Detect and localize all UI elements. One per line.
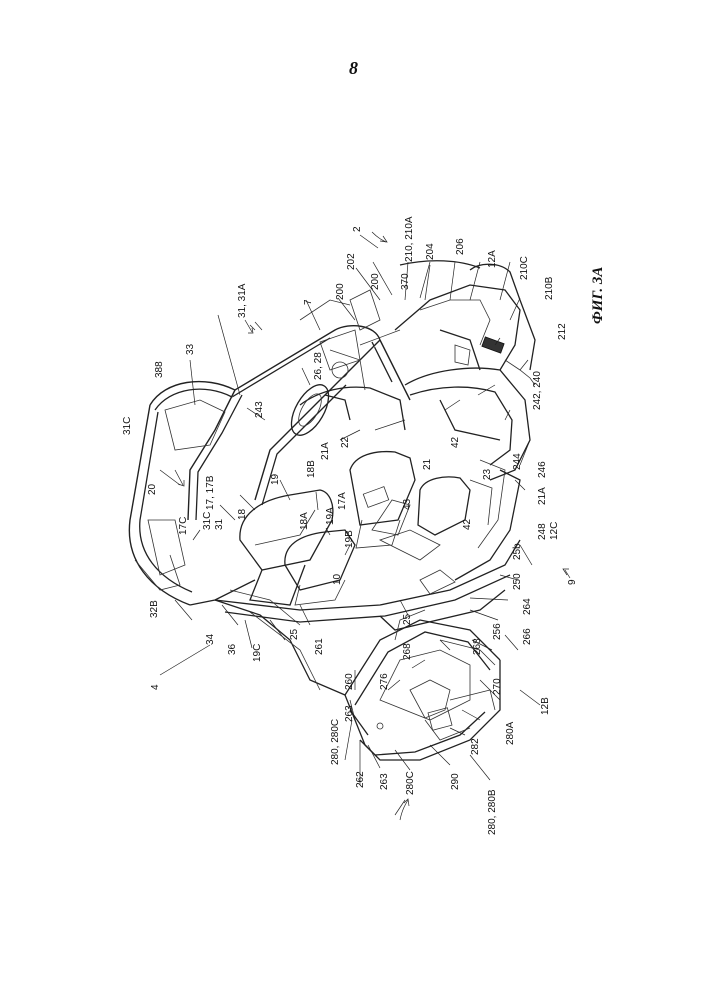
ref-label: 264 [522,598,533,615]
ref-label: 282 [470,738,481,755]
ref-label: 31C [202,512,213,530]
ref-label: 32B [149,600,160,618]
ref-label: 248 [537,523,548,540]
ref-label: 18 [237,508,248,520]
ref-label: 2 [352,226,363,232]
ref-label: 276 [379,673,390,690]
ref-label: 31 [214,518,225,530]
ref-label: 280A [505,721,516,745]
floor-frame [215,540,520,630]
ref-label: 210B [544,276,555,300]
ref-label: 260 [344,673,355,690]
ref-label: 261 [314,638,325,655]
ref-label: 12B [540,697,551,715]
ref-label: 20 [147,483,158,495]
ref-label: 9 [567,579,578,585]
ref-label: 22 [340,436,351,448]
ref-label: 200 [370,273,381,290]
ref-label: 4 [150,684,161,690]
rear-frame [345,610,500,760]
ref-label: 370 [400,273,411,290]
ref-label: 388 [154,361,165,378]
ref-label: 31C [122,417,133,435]
ref-label: 17C [178,517,189,535]
ref-label: 19B [344,530,355,548]
ref-label: 212 [557,323,568,340]
ref-label: 266 [522,628,533,645]
ref-label: 31, 31A [237,283,248,318]
ref-label: 200 [335,283,346,300]
reference-labels: 2 200 202 204 206 12A 210C 210, 210A 210… [122,216,578,835]
ref-label: 33 [185,343,196,355]
ref-label: 280, 280C [330,719,341,765]
ref-label: 268 [472,638,483,655]
ref-label: 25 [402,613,413,625]
ref-label: 262 [355,771,366,788]
ref-label: 263 [379,773,390,790]
figure-caption: ФИГ. 3А [590,267,606,324]
ref-label: 246 [537,461,548,478]
ref-label: 280, 280B [487,789,498,835]
ref-label: 202 [346,253,357,270]
ref-label: 17, 17B [205,475,216,510]
ref-label: 12C [549,522,560,540]
ref-label: 21 [422,458,433,470]
ref-label: 21A [537,487,548,505]
ref-label: 7 [303,299,314,305]
ref-label: 250 [512,573,523,590]
ref-label: 19C [252,644,263,662]
ref-label: 18A [299,512,310,530]
ref-label: 12A [487,250,498,268]
ref-label: 244 [512,453,523,470]
ref-label: 34 [205,633,216,645]
ref-label: 268 [402,643,413,660]
ref-label: 290 [450,773,461,790]
ref-label: 42 [462,518,473,530]
ref-label: 256 [492,623,503,640]
ref-label: 243 [254,401,265,418]
ref-label: 210C [519,256,530,280]
ref-label: 42 [450,436,461,448]
roll-cage [129,326,410,605]
ref-label: 204 [425,243,436,260]
ref-label: 210, 210A [404,216,415,262]
ref-label: 206 [455,238,466,255]
ref-label: 19A [325,507,336,525]
ref-label: 10 [332,573,343,585]
ref-label: 43 [402,498,413,510]
ref-label: 17A [337,492,348,510]
ref-label: 25 [289,628,300,640]
ref-label: 19 [270,473,281,485]
side-rails [215,590,345,695]
ref-label: 26, 28 [313,352,324,380]
ref-label: 21A [320,442,331,460]
ref-label: 263 [344,705,355,722]
ref-label: 25b [512,543,523,560]
ref-label: 270 [492,678,503,695]
ref-label: 18B [306,460,317,478]
ref-label: 23 [482,468,493,480]
ref-label: 242, 240 [532,371,543,410]
front-body [300,261,535,580]
ref-label: 280C [405,771,416,795]
ref-label: 36 [227,643,238,655]
